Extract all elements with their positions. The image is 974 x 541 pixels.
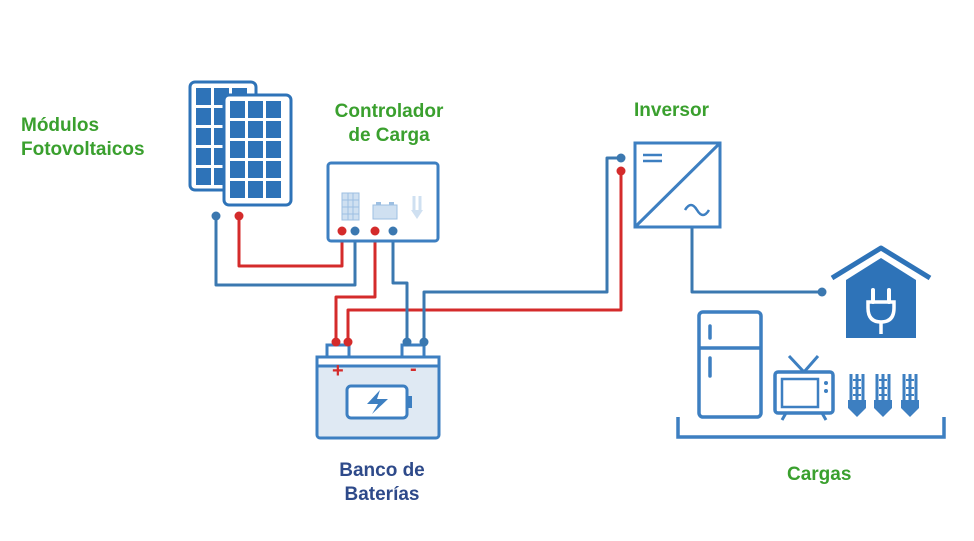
bulb-icon <box>848 374 866 417</box>
modules-label: Módulos Fotovoltaicos <box>21 114 145 162</box>
solar-panel-icon <box>188 80 293 221</box>
refrigerator-icon <box>697 310 763 419</box>
controller-terminal-1 <box>337 226 347 236</box>
modules-label-line2: Fotovoltaicos <box>21 139 145 160</box>
panel-terminal-positive <box>234 211 244 221</box>
inverter-terminal-negative <box>616 153 626 163</box>
battery-icon: + - <box>315 337 441 440</box>
modules-label-line1: Módulos <box>21 115 100 136</box>
wire-inverter-loads <box>690 228 822 294</box>
wire-panel-positive <box>237 217 344 268</box>
wire-controller-battery-negative <box>391 232 409 343</box>
battery-terminal-4 <box>419 337 429 347</box>
controller-terminal-3 <box>370 226 380 236</box>
controller-label-line2: de Carga <box>348 125 430 146</box>
wire-battery-inverter-negative <box>422 156 621 343</box>
battery-label: Banco de Baterías <box>327 459 437 507</box>
house-plug-icon <box>817 245 932 338</box>
loads-baseline <box>676 417 946 439</box>
bulb-icon <box>901 374 919 417</box>
charge-controller-icon <box>326 161 440 243</box>
battery-terminal-2 <box>343 337 353 347</box>
battery-negative-sign: - <box>410 358 417 380</box>
battery-label-line1: Banco de <box>339 460 425 481</box>
controller-terminal-2 <box>350 226 360 236</box>
battery-label-line2: Baterías <box>344 484 420 505</box>
inverter-icon <box>616 141 722 229</box>
tv-icon <box>773 354 835 421</box>
wiring <box>214 156 822 343</box>
wire-controller-battery-positive-a <box>334 232 377 343</box>
bulb-icon <box>874 374 892 417</box>
inverter-label: Inversor <box>634 100 709 121</box>
controller-terminal-4 <box>388 226 398 236</box>
bulb-icons <box>848 374 919 417</box>
wire-controller-battery-positive-b <box>346 171 623 343</box>
battery-terminal-1 <box>331 337 341 347</box>
loads-label: Cargas <box>787 464 852 485</box>
battery-terminal-3 <box>402 337 412 347</box>
panel-terminal-negative <box>211 211 221 221</box>
wire-panel-negative <box>214 217 357 287</box>
controller-label-line1: Controlador <box>334 101 444 122</box>
house-terminal <box>817 287 827 297</box>
inverter-terminal-positive <box>616 166 626 176</box>
battery-positive-sign: + <box>332 360 344 382</box>
controller-label: Controlador de Carga <box>326 100 452 148</box>
